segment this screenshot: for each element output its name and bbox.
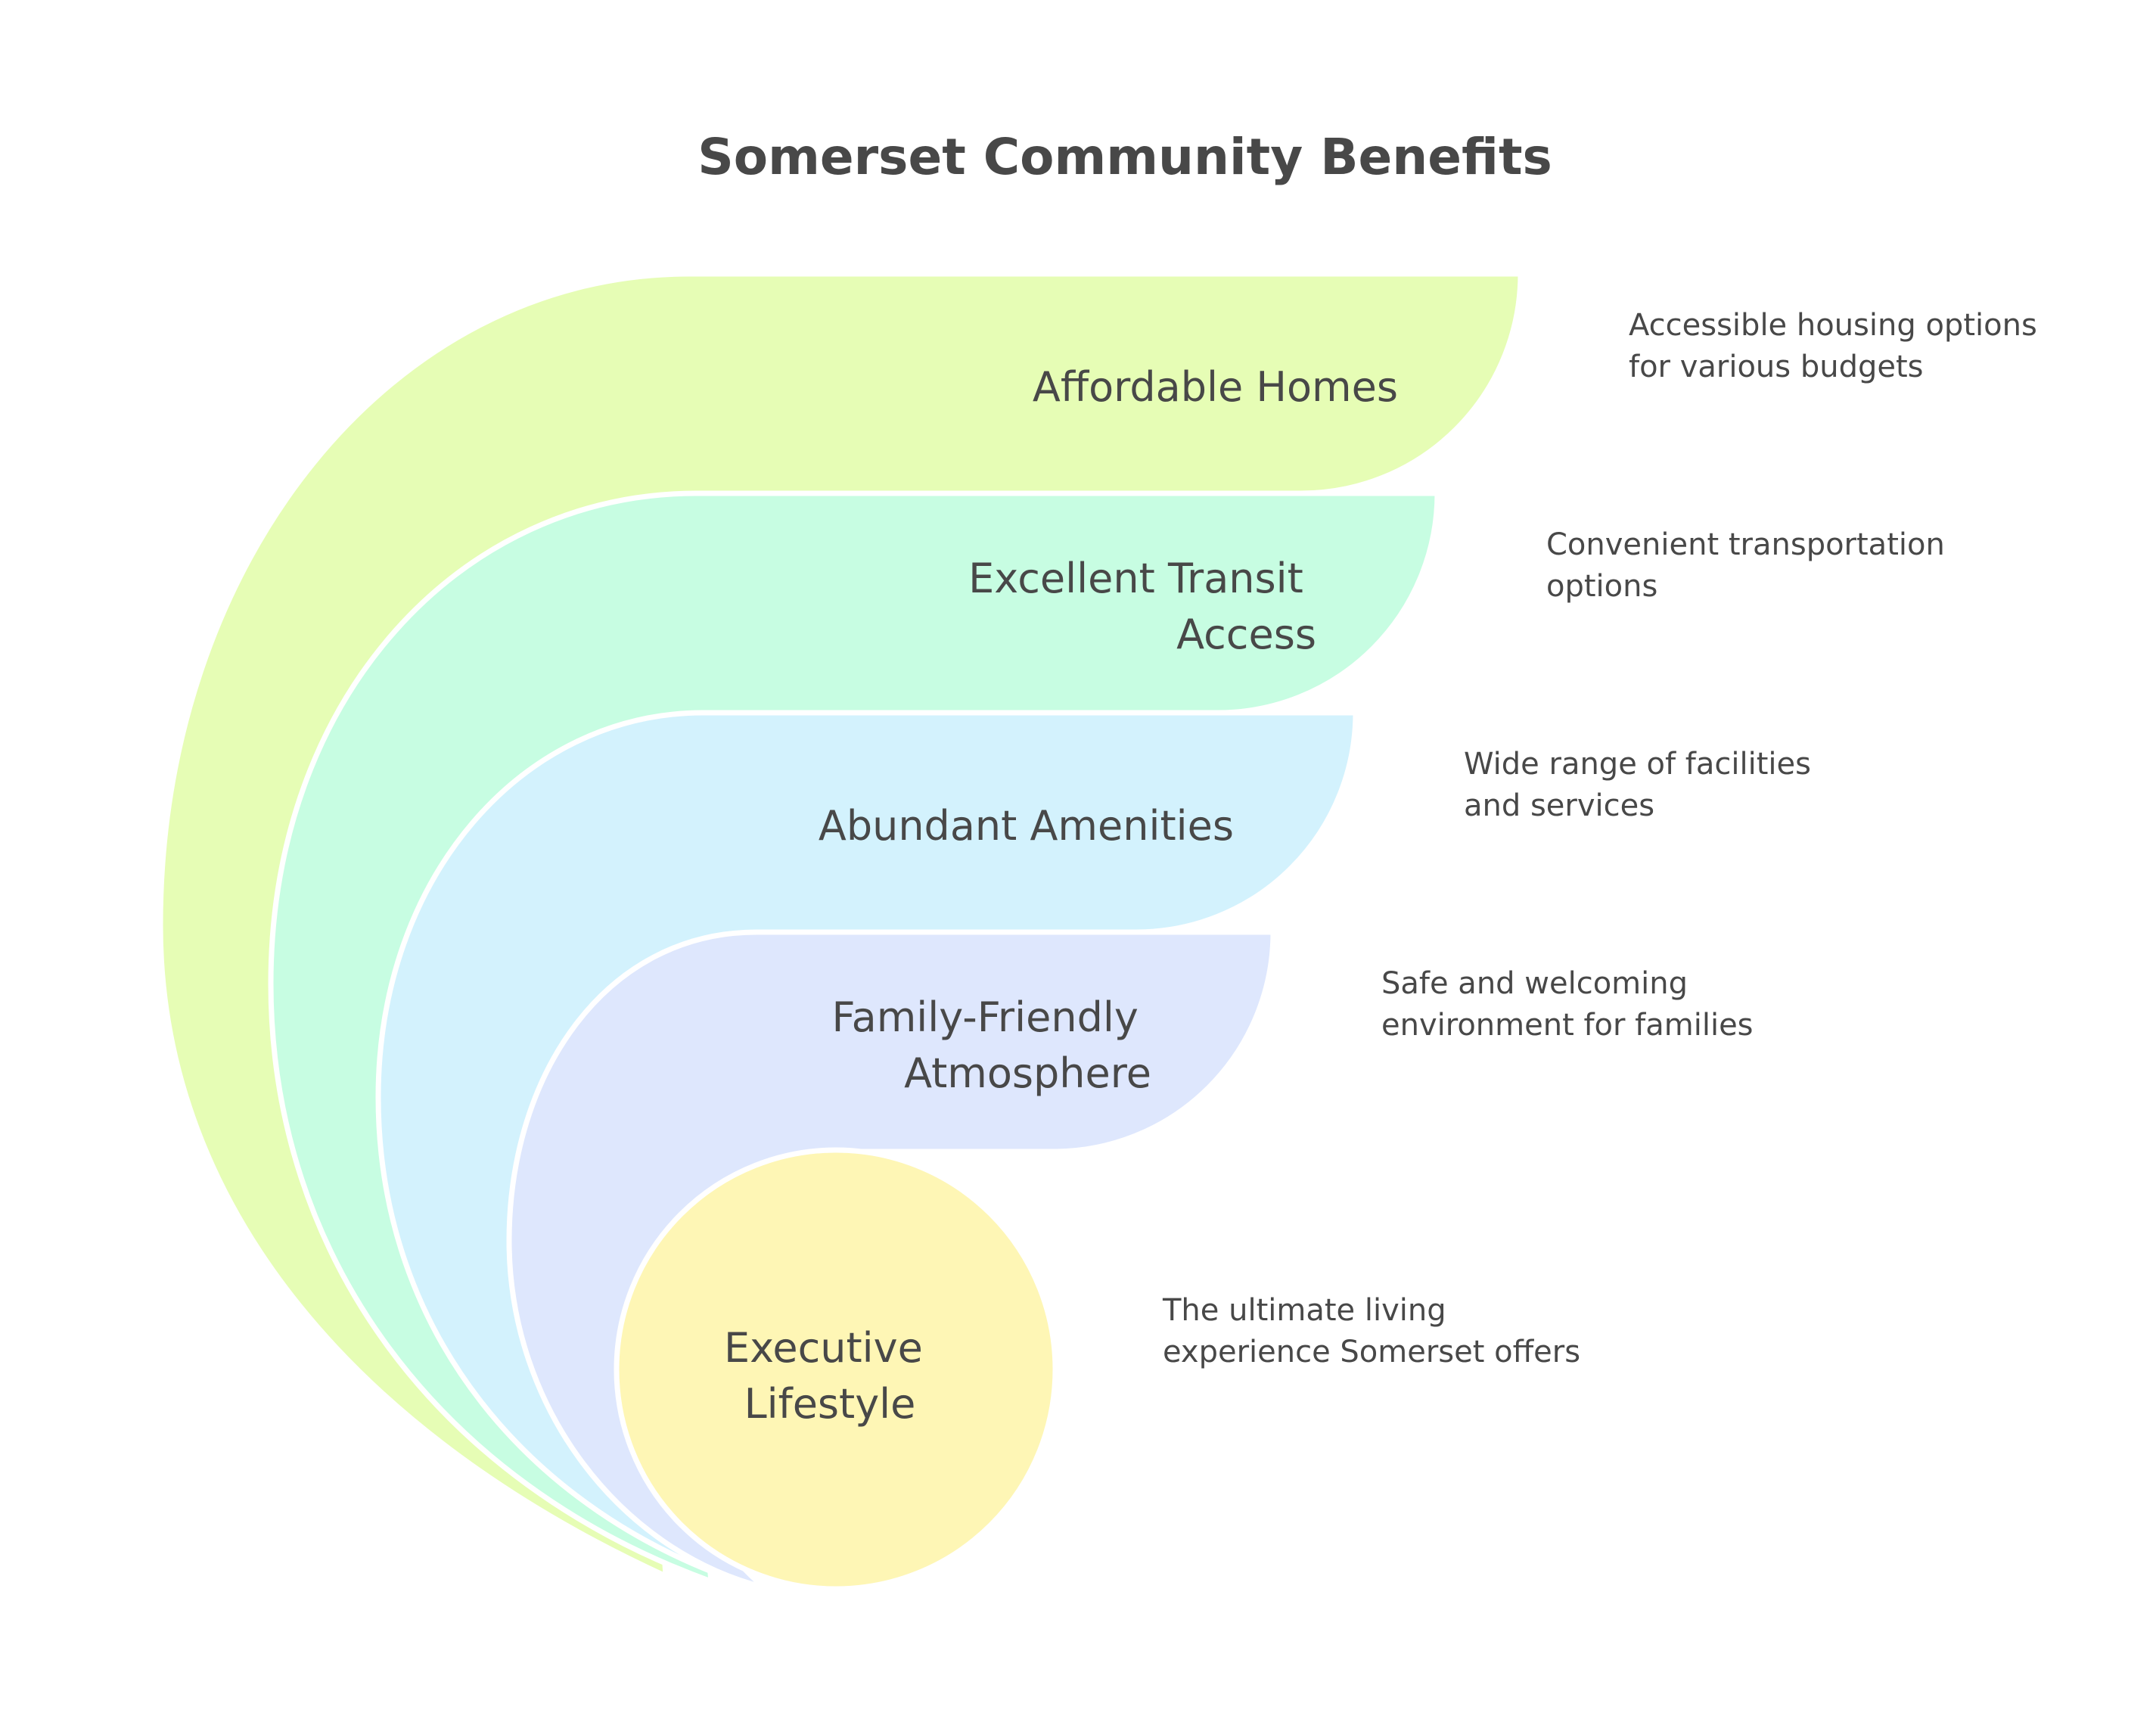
desc-line: Accessible housing options (1629, 308, 2037, 343)
label-line: Atmosphere (904, 1049, 1151, 1097)
label-excellent-transit: Excellent Transit Access (968, 555, 1316, 658)
desc-line: options (1546, 569, 1657, 604)
desc-line: Wide range of facilities (1464, 747, 1811, 782)
desc-affordable-homes: Accessible housing options for various b… (1629, 308, 2047, 384)
label-line: Access (1176, 611, 1316, 658)
desc-abundant-amenities: Wide range of facilities and services (1464, 747, 1821, 823)
desc-line: environment for families (1381, 1008, 1754, 1043)
desc-line: for various budgets (1629, 350, 1924, 384)
label-family-friendly: Family-Friendly Atmosphere (832, 993, 1152, 1097)
desc-executive-lifestyle: The ultimate living experience Somerset … (1162, 1293, 1580, 1369)
label-line: Executive (724, 1324, 923, 1372)
label-affordable-homes: Affordable Homes (1033, 363, 1398, 411)
label-line: Excellent Transit (968, 555, 1303, 602)
label-line: Lifestyle (744, 1380, 916, 1428)
label-line: Affordable Homes (1033, 363, 1398, 411)
desc-line: The ultimate living (1162, 1293, 1446, 1328)
desc-line: Safe and welcoming (1381, 966, 1688, 1001)
diagram-title: Somerset Community Benefits (697, 128, 1552, 186)
label-line: Abundant Amenities (819, 802, 1234, 850)
desc-excellent-transit: Convenient transportation options (1546, 527, 1955, 604)
desc-family-friendly: Safe and welcoming environment for famil… (1381, 966, 1754, 1043)
desc-line: Convenient transportation (1546, 527, 1945, 562)
desc-line: and services (1464, 788, 1654, 823)
desc-line: experience Somerset offers (1163, 1335, 1580, 1369)
label-abundant-amenities: Abundant Amenities (819, 802, 1234, 850)
label-executive-lifestyle: Executive Lifestyle (724, 1324, 936, 1428)
layer-executive-lifestyle (614, 1147, 1058, 1592)
label-line: Family-Friendly (832, 993, 1139, 1041)
